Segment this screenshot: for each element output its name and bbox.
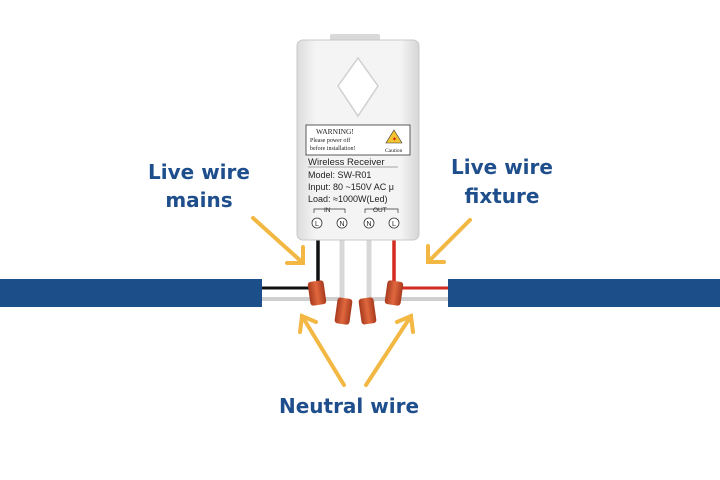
receiver-pairing-button (337, 56, 379, 118)
wire-connectors (307, 280, 404, 325)
arrow-live-mains-icon (251, 216, 305, 265)
connector-neutral-2 (358, 297, 377, 325)
caution-triangle-icon (385, 129, 403, 144)
warning-line1: Please power off (310, 137, 350, 144)
arrow-live-fixture-icon (426, 218, 472, 264)
terminal-n-out: N (363, 217, 375, 229)
label-live-mains-line1: Live wire (148, 160, 250, 184)
connector-live-fixture (384, 280, 404, 306)
label-live-mains-line2: mains (165, 188, 232, 212)
in-label: IN (324, 207, 331, 214)
terminal-label: N (366, 221, 371, 228)
left-cable (0, 279, 262, 307)
right-cable-wires (368, 286, 448, 307)
device-model: Model: SW-R01 (308, 170, 371, 180)
warning-title: WARNING! (316, 127, 354, 136)
label-neutral: Neutral wire (279, 394, 419, 418)
right-cable (448, 279, 720, 307)
terminal-label: N (339, 221, 344, 228)
terminal-l-out: L (388, 217, 400, 229)
device-load: Load: ≈1000W(Led) (308, 194, 388, 204)
label-live-fixture-line1: Live wire (451, 155, 553, 179)
left-cable-wires (262, 286, 347, 308)
arrow-neutral-left-icon (298, 313, 346, 387)
connector-neutral-1 (334, 297, 353, 325)
arrow-neutral-right-icon (364, 313, 415, 387)
label-live-fixture-line2: fixture (465, 184, 540, 208)
terminal-label: L (315, 221, 319, 228)
terminal-label: L (392, 221, 396, 228)
out-label: OUT (373, 207, 387, 214)
terminal-l-in: L (311, 217, 323, 229)
warning-line2: before installation! (310, 145, 355, 152)
device-input: Input: 80 ~150V AC μ (308, 182, 394, 192)
caution-label: Caution (385, 148, 403, 154)
wireless-receiver: WARNING! Please power off before install… (296, 34, 420, 241)
arrows (251, 216, 472, 387)
terminal-n-in: N (336, 217, 348, 229)
caution-symbol-icon: ✶ (392, 136, 397, 143)
device-leads (316, 238, 396, 300)
connector-live-mains (307, 280, 327, 306)
device-name: Wireless Receiver (308, 157, 385, 168)
